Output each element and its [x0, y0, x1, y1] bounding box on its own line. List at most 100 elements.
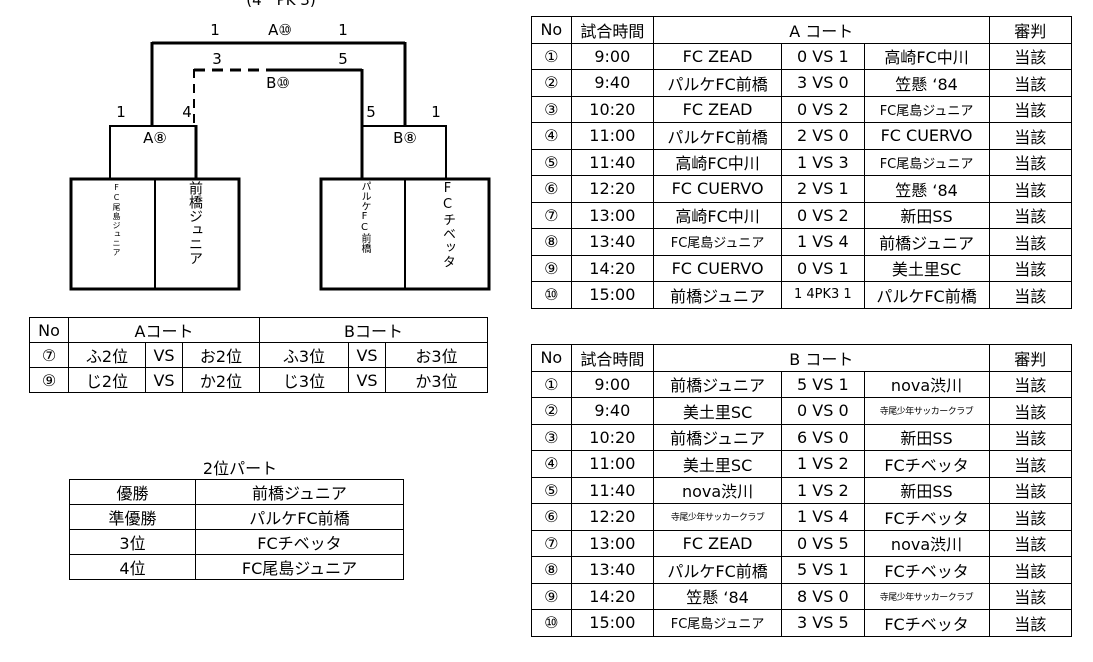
table-row: 3位 FCチベッタ	[69, 529, 404, 555]
bracket-lines	[69, 41, 491, 291]
cell-ref: 当該	[988, 122, 1073, 150]
cell-time: 9:00	[570, 42, 655, 70]
table-header-row: No 試合時間 B コート 審判	[531, 344, 1073, 372]
cell-home: パルケFC前橋	[653, 69, 783, 97]
cell-no: ⑥	[531, 175, 572, 203]
cell-ref: 当該	[988, 281, 1073, 309]
cell-no: ⑦	[29, 342, 69, 368]
table-row: 4位 FC尾島ジュニア	[69, 554, 404, 580]
table-row: ⑥ 12:20 寺尾少年サッカークラブ 1 VS 4 FCチベッタ 当該	[531, 503, 1073, 531]
cell-no: ⑥	[531, 503, 572, 531]
sequence-table: No Aコート Bコート ⑦ ふ2位 VS お2位 ふ3位 VS お3位 ⑨ じ…	[29, 317, 488, 393]
table-row: ⑥ 12:20 FC CUERVO 2 VS 1 笠懸 ‘84 当該	[531, 175, 1073, 203]
cell-score: 1 VS 4	[781, 228, 865, 256]
table-row: ⑤ 11:40 高崎FC中川 1 VS 3 FC尾島ジュニア 当該	[531, 148, 1073, 176]
ranking-place: 準優勝	[69, 504, 196, 530]
header-no: No	[531, 16, 572, 44]
cell-no: ⑨	[531, 254, 572, 282]
cell-time: 10:20	[570, 95, 655, 123]
cell-time: 13:00	[570, 201, 655, 229]
cell-time: 13:00	[570, 529, 655, 557]
cell-time: 11:40	[570, 476, 655, 504]
cell-home: 前橋ジュニア	[653, 281, 783, 309]
cell-away: FCチベッタ	[863, 556, 990, 584]
final-left-score: 1	[210, 21, 220, 39]
cell-time: 15:00	[570, 609, 655, 637]
cell-away: 前橋ジュニア	[863, 228, 990, 256]
table-row: ⑩ 15:00 前橋ジュニア 1 4PK3 1 パルケFC前橋 当該	[531, 281, 1073, 309]
cell: お3位	[385, 342, 488, 368]
table-row: ④ 11:00 美土里SC 1 VS 2 FCチベッタ 当該	[531, 450, 1073, 478]
cell-ref: 当該	[988, 476, 1073, 504]
cell-no: ⑧	[531, 228, 572, 256]
ranking-place: 3位	[69, 529, 196, 555]
header-ref: 審判	[988, 16, 1073, 44]
cell-home: 笠懸 ‘84	[653, 582, 783, 610]
table-row: ⑦ 13:00 高崎FC中川 0 VS 2 新田SS 当該	[531, 201, 1073, 229]
cell-no: ⑤	[531, 148, 572, 176]
cell-away: FCチベッタ	[863, 450, 990, 478]
cell-home: FC CUERVO	[653, 254, 783, 282]
cell-home: 美土里SC	[653, 450, 783, 478]
table-row: ⑧ 13:40 パルケFC前橋 5 VS 1 FCチベッタ 当該	[531, 556, 1073, 584]
ranking-place: 4位	[69, 554, 196, 580]
table-header-row: No Aコート Bコート	[29, 317, 488, 343]
table-row: ⑨ じ2位 VS か2位 じ3位 VS か3位	[29, 367, 488, 393]
cell-no: ②	[531, 397, 572, 425]
header-b-court: Bコート	[259, 317, 488, 343]
cell-away: 高崎FC中川	[863, 42, 990, 70]
cell-ref: 当該	[988, 201, 1073, 229]
cell-score: 2 VS 0	[781, 122, 865, 150]
cell-away: FC尾島ジュニア	[863, 95, 990, 123]
cell: VS	[348, 367, 386, 393]
cell-ref: 当該	[988, 556, 1073, 584]
table-row: ③ 10:20 FC ZEAD 0 VS 2 FC尾島ジュニア 当該	[531, 95, 1073, 123]
final-right-score: 1	[338, 21, 348, 39]
table-row: ⑦ 13:00 FC ZEAD 0 VS 5 nova渋川 当該	[531, 529, 1073, 557]
top-partial-label: (4 PK 3)	[246, 0, 316, 9]
cell-ref: 当該	[988, 228, 1073, 256]
table-row: ④ 11:00 パルケFC前橋 2 VS 0 FC CUERVO 当該	[531, 122, 1073, 150]
ranking-title: 2位パート	[202, 459, 278, 478]
cell: VS	[348, 342, 386, 368]
cell-ref: 当該	[988, 95, 1073, 123]
cell-score: 0 VS 1	[781, 42, 865, 70]
cell-home: FC尾島ジュニア	[653, 228, 783, 256]
cell-no: ⑨	[29, 367, 69, 393]
cell-no: ⑦	[531, 529, 572, 557]
cell-away: 笠懸 ‘84	[863, 175, 990, 203]
cell-ref: 当該	[988, 397, 1073, 425]
cell-ref: 当該	[988, 370, 1073, 398]
ranking-team: 前橋ジュニア	[195, 479, 404, 505]
cell-time: 14:20	[570, 254, 655, 282]
cell-time: 13:40	[570, 228, 655, 256]
table-row: ② 9:40 美土里SC 0 VS 0 寺尾少年サッカークラブ 当該	[531, 397, 1073, 425]
cell-home: パルケFC前橋	[653, 556, 783, 584]
cell-no: ④	[531, 122, 572, 150]
cell-away: nova渋川	[863, 529, 990, 557]
cell-score: 2 VS 1	[781, 175, 865, 203]
table-row: ⑨ 14:20 FC CUERVO 0 VS 1 美土里SC 当該	[531, 254, 1073, 282]
cell-ref: 当該	[988, 529, 1073, 557]
semi-right-score-b: 1	[431, 103, 441, 121]
cell-away: 笠懸 ‘84	[863, 69, 990, 97]
final-label: A⑩	[268, 21, 292, 39]
b-court-table: No 試合時間 B コート 審判 ① 9:00 前橋ジュニア 5 VS 1 no…	[531, 344, 1073, 637]
cell-score: 1 4PK3 1	[781, 281, 865, 309]
cell-score: 0 VS 5	[781, 529, 865, 557]
cell-score: 1 VS 3	[781, 148, 865, 176]
header-ref: 審判	[988, 344, 1073, 372]
cell-score: 8 VS 0	[781, 582, 865, 610]
header-court: B コート	[653, 344, 990, 372]
cell-home: 前橋ジュニア	[653, 423, 783, 451]
cell-ref: 当該	[988, 175, 1073, 203]
cell-ref: 当該	[988, 254, 1073, 282]
cell: か3位	[385, 367, 488, 393]
third-left-score: 3	[212, 50, 222, 68]
cell-no: ①	[531, 42, 572, 70]
cell-home: nova渋川	[653, 476, 783, 504]
cell: か2位	[182, 367, 260, 393]
cell-home: 前橋ジュニア	[653, 370, 783, 398]
header-time: 試合時間	[570, 344, 655, 372]
cell-ref: 当該	[988, 609, 1073, 637]
